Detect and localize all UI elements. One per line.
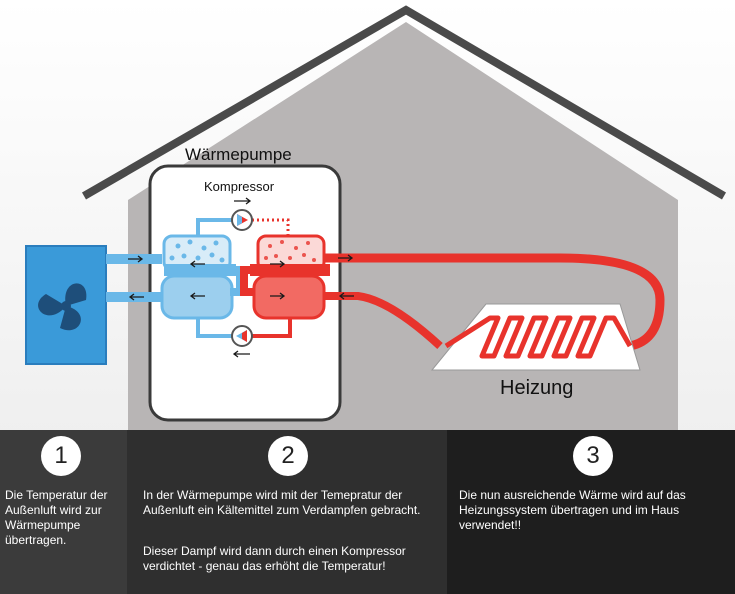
condenser-vessel bbox=[250, 234, 330, 320]
heating-coil bbox=[444, 315, 633, 359]
step-panel-3: 3 Die nun ausreichende Wärme wird auf da… bbox=[447, 430, 735, 594]
step-panel-1: 1 Die Temperatur der Außenluft wird zur … bbox=[0, 430, 127, 594]
expansion-pump-icon bbox=[231, 325, 253, 347]
evaporator-vessel bbox=[160, 234, 236, 320]
step-number-1: 1 bbox=[43, 438, 79, 474]
hot-pipe-supply bbox=[324, 253, 665, 351]
flow-arrow-icon bbox=[128, 255, 144, 301]
step-panel-2: 2 In der Wärmepumpe wird mit der Temepra… bbox=[127, 430, 447, 594]
refrigerant-line-bottom-hot bbox=[252, 318, 292, 338]
heat-pump-label: Wärmepumpe bbox=[185, 145, 292, 164]
compressor-label: Kompressor bbox=[204, 179, 275, 194]
pipe-arrow-supply bbox=[338, 254, 354, 262]
compressor-flow-arrow bbox=[234, 197, 252, 205]
hot-pipe-return bbox=[324, 292, 443, 349]
refrigerant-line-top-cold bbox=[196, 218, 232, 236]
step-text-2b: Dieser Dampf wird dann durch einen Kompr… bbox=[143, 544, 406, 573]
compressor-pump-icon bbox=[231, 209, 253, 231]
exchanger-link-hot bbox=[240, 266, 254, 296]
step-number-3: 3 bbox=[575, 438, 611, 474]
refrigerant-line-bottom-cold bbox=[196, 318, 232, 338]
expansion-flow-arrow bbox=[232, 350, 250, 358]
step-text-3: Die nun ausreichende Wärme wird auf das … bbox=[459, 488, 686, 532]
step-text-2: In der Wärmepumpe wird mit der Temepratu… bbox=[143, 488, 421, 517]
step-number-2: 2 bbox=[270, 438, 306, 474]
fan-icon bbox=[38, 283, 87, 331]
house-roof bbox=[81, 5, 727, 200]
pipe-arrow-return bbox=[338, 292, 354, 300]
step-text-1: Die Temperatur der Außenluft wird zur Wä… bbox=[5, 488, 108, 547]
refrigerant-line-top-hot bbox=[252, 218, 290, 236]
heat-pump-diagram: Wärmepumpe Kompressor Heizung bbox=[25, 5, 727, 430]
heating-label: Heizung bbox=[500, 377, 573, 399]
